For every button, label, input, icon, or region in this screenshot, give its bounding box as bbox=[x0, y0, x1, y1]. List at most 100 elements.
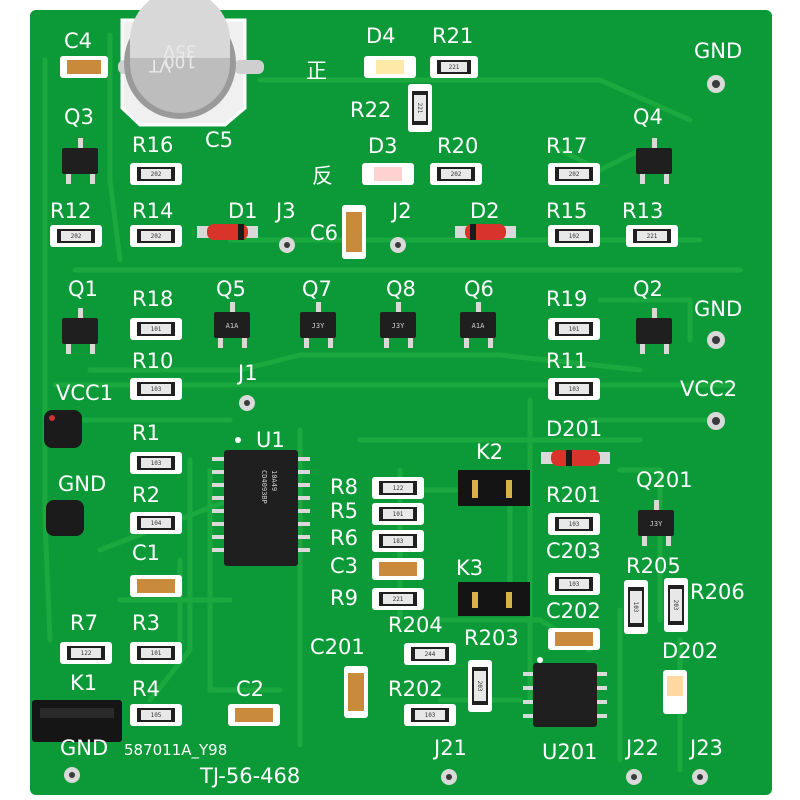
label-c201: C201 bbox=[310, 635, 365, 659]
smd-code-r202: 103 bbox=[425, 712, 436, 719]
label-part-number: 587011A_Y98 bbox=[124, 741, 227, 760]
label-r202: R202 bbox=[388, 677, 443, 701]
smd-r12: 202 bbox=[50, 225, 102, 247]
label-u1: U1 bbox=[256, 428, 285, 452]
label-gnd-top: GND bbox=[694, 39, 742, 63]
d2-diode bbox=[455, 224, 516, 240]
smd-r7: 122 bbox=[60, 642, 112, 664]
label-k3: K3 bbox=[456, 556, 483, 580]
label-r9: R9 bbox=[330, 586, 358, 610]
smd-c1 bbox=[130, 575, 182, 597]
label-vcc1: VCC1 bbox=[56, 381, 113, 405]
smd-r206: 203 bbox=[664, 578, 688, 632]
label-r206: R206 bbox=[690, 580, 745, 604]
label-j22: J22 bbox=[624, 736, 659, 760]
smd-r14: 202 bbox=[130, 225, 182, 247]
smd-c2 bbox=[228, 704, 280, 726]
d201-diode bbox=[541, 450, 610, 466]
smd-r21: 221 bbox=[430, 56, 478, 78]
smd-code-r203: 203 bbox=[476, 681, 483, 692]
smd-r19: 101 bbox=[548, 318, 600, 340]
smd-code-r7: 122 bbox=[81, 650, 92, 657]
label-c1: C1 bbox=[132, 541, 160, 565]
label-r20: R20 bbox=[437, 134, 478, 158]
smd-code-c203: 103 bbox=[569, 581, 580, 588]
smd-code-r3: 101 bbox=[151, 650, 162, 657]
copper-traces bbox=[42, 32, 743, 773]
smd-code-r4: 105 bbox=[151, 712, 162, 719]
smd-code-r11: 103 bbox=[569, 386, 580, 393]
label-d2: D2 bbox=[470, 199, 500, 223]
smd-code-r9: 221 bbox=[393, 596, 404, 603]
label-r3: R3 bbox=[132, 611, 160, 635]
smd-code-r6: 183 bbox=[393, 538, 404, 545]
c5-electrolytic-capacitor: VT 35V 100 bbox=[118, 0, 264, 127]
c5-text-vt: VT bbox=[148, 55, 171, 75]
label-d202: D202 bbox=[662, 639, 718, 663]
label-r5: R5 bbox=[330, 499, 358, 523]
smd-r20: 202 bbox=[430, 163, 482, 185]
label-k2: K2 bbox=[476, 440, 503, 464]
label-r18: R18 bbox=[132, 287, 173, 311]
transistor-q7: J3Y bbox=[300, 302, 336, 348]
smd-code-r16: 202 bbox=[151, 171, 162, 178]
label-r22: R22 bbox=[350, 98, 391, 122]
label-zheng: 正 bbox=[306, 59, 327, 83]
label-j1: J1 bbox=[236, 361, 258, 385]
smd-code-r19: 101 bbox=[569, 326, 580, 333]
smd-r202: 103 bbox=[404, 704, 456, 726]
smd-r4: 105 bbox=[130, 704, 182, 726]
smd-r1: 103 bbox=[130, 452, 182, 474]
label-j23: J23 bbox=[688, 736, 723, 760]
label-r8: R8 bbox=[330, 475, 358, 499]
label-q3: Q3 bbox=[64, 105, 94, 129]
label-q6: Q6 bbox=[464, 277, 494, 301]
label-r21: R21 bbox=[432, 24, 473, 48]
smd-code-r1: 103 bbox=[151, 460, 162, 467]
label-j21: J21 bbox=[432, 736, 467, 760]
label-r4: R4 bbox=[132, 677, 160, 701]
u201-ic-chip bbox=[523, 657, 607, 727]
transistor-code-q5: A1A bbox=[226, 322, 239, 330]
label-q2: Q2 bbox=[633, 277, 663, 301]
label-r6: R6 bbox=[330, 526, 358, 550]
label-q201: Q201 bbox=[636, 468, 693, 492]
transistor-q201: J3Y bbox=[638, 500, 674, 546]
smd-code-r17: 202 bbox=[569, 171, 580, 178]
label-u201: U201 bbox=[542, 740, 597, 764]
d1-diode bbox=[197, 224, 258, 240]
smd-r17: 202 bbox=[548, 163, 600, 185]
smd-r5: 101 bbox=[372, 503, 424, 525]
label-c6: C6 bbox=[310, 221, 338, 245]
vcc1-terminal bbox=[44, 410, 82, 448]
label-r19: R19 bbox=[546, 287, 587, 311]
label-q1: Q1 bbox=[68, 277, 98, 301]
transistor-q3 bbox=[62, 138, 98, 184]
label-r7: R7 bbox=[70, 611, 98, 635]
smd-c203: 103 bbox=[548, 573, 600, 595]
k2-jumper-header bbox=[458, 470, 530, 506]
smd-code-r204: 244 bbox=[425, 651, 436, 658]
transistor-q5: A1A bbox=[214, 302, 250, 348]
smd-r10: 103 bbox=[130, 378, 182, 400]
label-r203: R203 bbox=[464, 626, 519, 650]
smd-r8: 122 bbox=[372, 477, 424, 499]
diodes bbox=[197, 56, 687, 714]
label-r2: R2 bbox=[132, 483, 160, 507]
smd-code-r201: 103 bbox=[569, 521, 580, 528]
label-r14: R14 bbox=[132, 199, 173, 223]
d202-led bbox=[663, 670, 687, 714]
transistor-code-q8: J3Y bbox=[392, 322, 405, 330]
smd-r15: 102 bbox=[548, 225, 600, 247]
label-d201: D201 bbox=[546, 417, 602, 441]
through-holes bbox=[64, 75, 725, 785]
d3-led bbox=[362, 163, 414, 185]
label-r12: R12 bbox=[50, 199, 91, 223]
label-j3: J3 bbox=[274, 199, 296, 223]
smd-c202 bbox=[548, 628, 600, 650]
label-fan: 反 bbox=[312, 164, 333, 188]
label-r15: R15 bbox=[546, 199, 587, 223]
